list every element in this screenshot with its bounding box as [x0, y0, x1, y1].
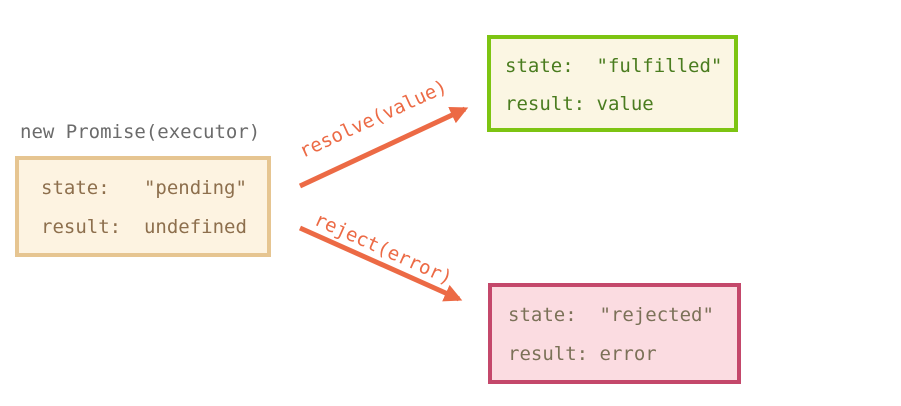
resolve-arrow-label: resolve(value): [296, 76, 451, 163]
promise-constructor-label: new Promise(executor): [20, 121, 261, 143]
pending-state-line: state: "pending": [41, 177, 247, 199]
resolve-arrow: [298, 106, 469, 189]
fulfilled-state-box: state: "fulfilled" result: value: [487, 35, 738, 132]
reject-arrow-label: reject(error): [311, 208, 456, 289]
fulfilled-state-line: state: "fulfilled": [505, 55, 723, 77]
rejected-state-line: state: "rejected": [508, 304, 714, 326]
rejected-state-box: state: "rejected" result: error: [488, 283, 741, 384]
pending-state-box: state: "pending" result: undefined: [15, 156, 271, 257]
reject-arrow: [298, 225, 463, 302]
fulfilled-result-line: result: value: [505, 93, 654, 115]
pending-result-line: result: undefined: [41, 216, 247, 238]
rejected-result-line: result: error: [508, 343, 657, 365]
